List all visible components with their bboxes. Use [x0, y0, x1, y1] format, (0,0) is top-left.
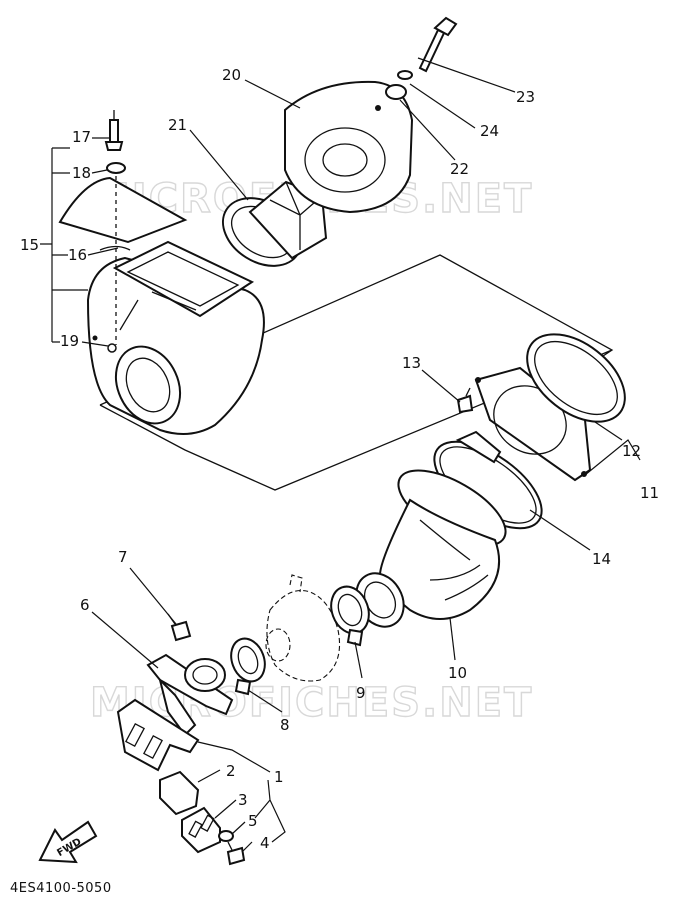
bolt-23 [418, 16, 458, 73]
callout-7: 7 [118, 548, 128, 566]
callout-11: 11 [640, 484, 659, 502]
callout-20: 20 [222, 66, 241, 84]
bolt-17 [104, 110, 124, 151]
reed-stopper-3 [181, 806, 221, 854]
callout-5: 5 [248, 812, 258, 830]
callout-16: 16 [68, 246, 87, 264]
reed-2 [159, 770, 200, 816]
callout-9: 9 [356, 684, 366, 702]
air-cleaner-case [86, 240, 265, 435]
leader-lines [40, 57, 641, 853]
callout-17: 17 [72, 128, 91, 146]
callout-19: 19 [60, 332, 79, 350]
joint-11 [474, 366, 592, 482]
callout-8: 8 [280, 716, 290, 734]
callout-2: 2 [226, 762, 236, 780]
callout-18: 18 [72, 164, 91, 182]
air-filter-20 [284, 80, 414, 214]
callout-21: 21 [168, 116, 187, 134]
bolt-7 [167, 613, 192, 642]
intake-boot-10 [355, 469, 507, 628]
callout-23: 23 [516, 88, 535, 106]
screw-13 [456, 387, 474, 414]
carburetor-outline [265, 574, 341, 682]
callout-15: 15 [20, 236, 39, 254]
reed-valve-assembly [116, 698, 200, 772]
washer-18 [106, 162, 126, 174]
callout-24: 24 [480, 122, 499, 140]
figure-code: 4ES4100-5050 [10, 881, 112, 896]
filter-element-21 [221, 180, 328, 267]
washer-5 [218, 830, 234, 842]
callout-3: 3 [238, 791, 248, 809]
clamp-8 [230, 637, 266, 696]
callout-labels: 1 2 3 4 5 6 7 8 9 10 11 12 13 14 15 16 1… [20, 66, 659, 852]
spring-clip-16 [99, 245, 131, 251]
callout-1: 1 [274, 768, 284, 786]
callout-12: 12 [622, 442, 641, 460]
callout-13: 13 [402, 354, 421, 372]
callout-22: 22 [450, 160, 469, 178]
bracket-plate [58, 176, 188, 244]
fwd-arrow-icon: FWD [38, 820, 98, 864]
callout-14: 14 [592, 550, 611, 568]
callout-4: 4 [260, 834, 270, 852]
callout-10: 10 [448, 664, 467, 682]
screw-4 [226, 841, 246, 866]
seal-12 [526, 333, 626, 423]
callout-6: 6 [80, 596, 90, 614]
washer-24 [397, 70, 413, 80]
washer-22 [385, 84, 407, 100]
intake-manifold-6 [146, 653, 234, 737]
